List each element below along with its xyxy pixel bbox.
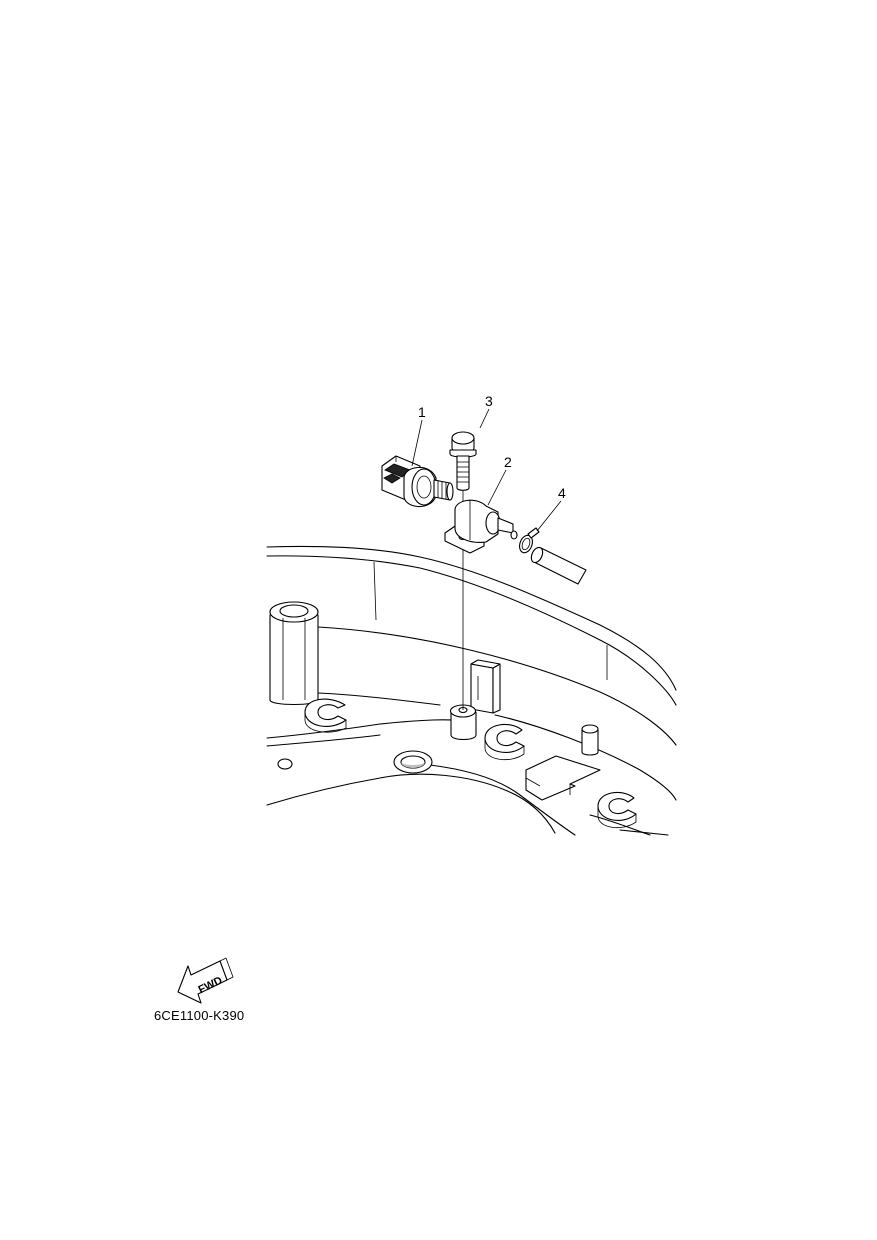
joint-fitting bbox=[444, 499, 518, 554]
callout-3: 3 bbox=[485, 393, 493, 409]
callout-1: 1 bbox=[418, 404, 426, 420]
callout-4: 4 bbox=[558, 485, 566, 501]
leader-lines bbox=[411, 408, 562, 532]
drawing-code: 6CE1100-K390 bbox=[154, 1008, 245, 1023]
hose bbox=[530, 546, 587, 585]
bolt bbox=[449, 431, 477, 491]
engine-casting bbox=[266, 545, 677, 836]
callout-2: 2 bbox=[504, 454, 512, 470]
hose-clip bbox=[519, 527, 540, 554]
oil-pressure-switch bbox=[381, 455, 454, 508]
fwd-arrow-icon: FWD bbox=[177, 957, 234, 1004]
